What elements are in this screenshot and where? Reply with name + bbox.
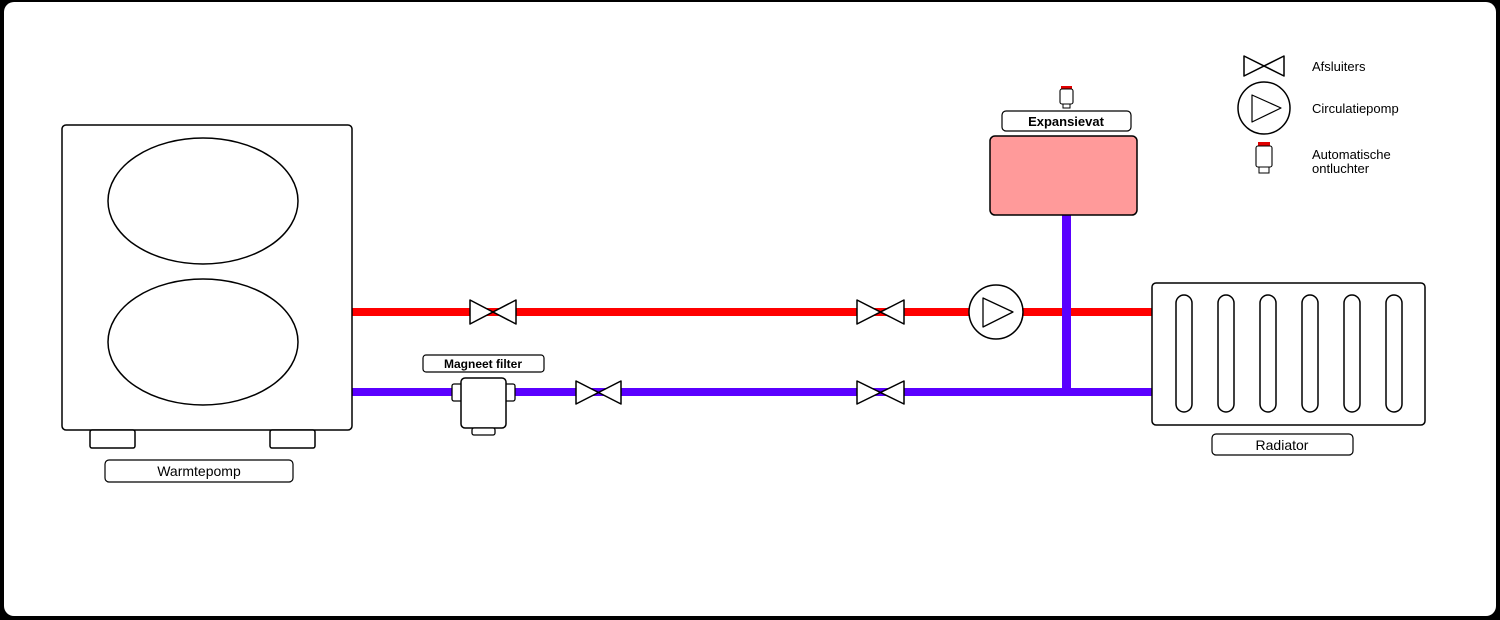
fan-top-icon	[107, 137, 299, 265]
legend-pump-label: Circulatiepomp	[1312, 101, 1399, 116]
valve-return-1-icon	[575, 380, 622, 405]
radiator-fin	[1175, 294, 1193, 413]
magnet-filter	[451, 377, 516, 436]
heatpump-label: Warmtepomp	[104, 459, 294, 483]
expansion-riser-pipe	[1062, 214, 1071, 396]
valve-supply-1-icon	[469, 299, 517, 325]
return-pipe	[352, 214, 1152, 396]
legend-vent-label-2: ontluchter	[1312, 161, 1370, 176]
legend-valve-icon	[1243, 55, 1285, 77]
supply-pipe	[352, 308, 1152, 316]
circulation-pump-icon	[968, 284, 1024, 340]
radiator-label: Radiator	[1211, 433, 1354, 456]
heatpump-unit	[61, 124, 353, 449]
expansion-label-text: Expansievat	[1028, 114, 1105, 129]
foot-right	[269, 429, 316, 449]
foot-left	[89, 429, 136, 449]
fan-bottom-icon	[107, 278, 299, 406]
legend-vent-icon	[1255, 142, 1273, 174]
radiator-fin	[1385, 294, 1403, 413]
legend-vent-label-1: Automatische	[1312, 147, 1391, 162]
filter-label-text: Magneet filter	[444, 357, 522, 371]
legend-pump-icon	[1237, 81, 1291, 135]
radiator-label-text: Radiator	[1256, 437, 1309, 453]
legend-valve-label: Afsluiters	[1312, 59, 1366, 74]
filter-label: Magneet filter	[422, 354, 545, 373]
radiator-fin	[1301, 294, 1319, 413]
radiator-fin	[1343, 294, 1361, 413]
radiator-fins	[1175, 294, 1403, 413]
auto-vent-icon	[1059, 86, 1074, 109]
heatpump-label-text: Warmtepomp	[157, 463, 241, 479]
radiator-fin	[1259, 294, 1277, 413]
legend: Afsluiters Circulatiepomp Automatische o…	[1237, 55, 1399, 176]
valve-return-2-icon	[856, 380, 905, 405]
expansion-label: Expansievat	[1001, 110, 1132, 132]
radiator-fin	[1217, 294, 1235, 413]
radiator	[1151, 282, 1426, 426]
valve-supply-2-icon	[856, 299, 905, 325]
expansion-vessel	[989, 135, 1138, 216]
